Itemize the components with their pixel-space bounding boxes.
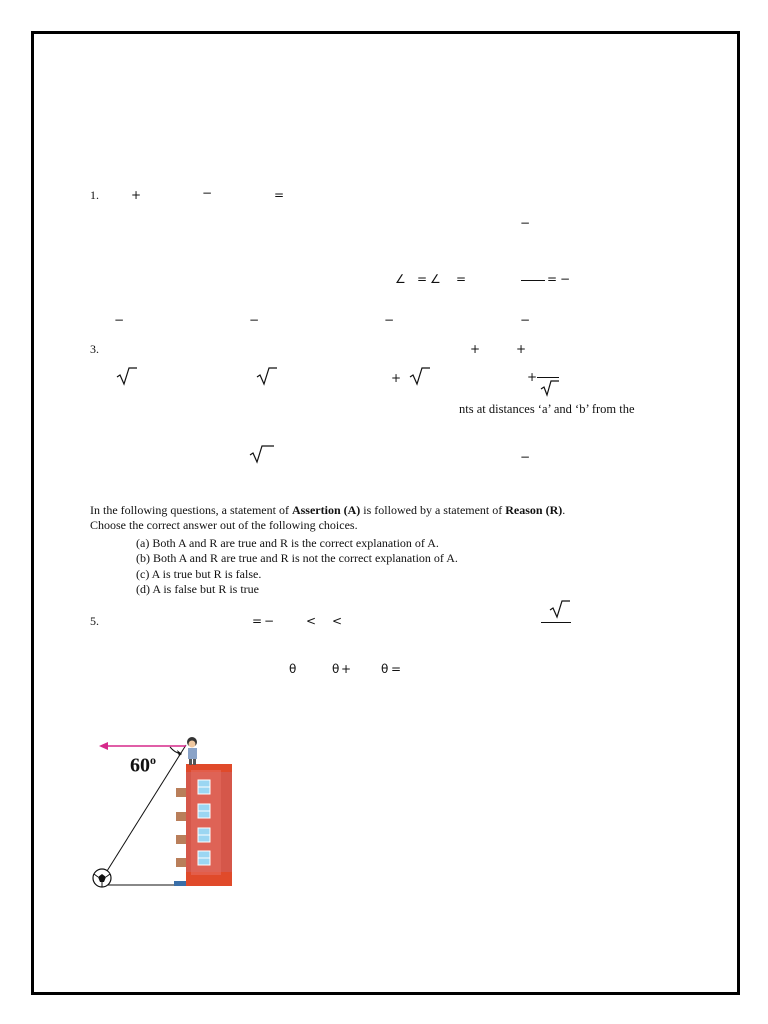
- plus-sign: +: [391, 371, 402, 385]
- degree-mark: o: [150, 753, 156, 767]
- page-border: [31, 31, 740, 995]
- minus-sign: −: [520, 313, 531, 327]
- theta-symbol: θ: [332, 662, 340, 676]
- instruction-text: In the following questions, a statement …: [90, 503, 292, 517]
- equals-sign: =: [274, 188, 285, 202]
- angle-symbol: ∠: [430, 272, 441, 286]
- fraction-bar: [521, 280, 545, 281]
- equals-sign: =: [547, 272, 558, 286]
- minus-sign: −: [384, 313, 395, 327]
- square-root-sign: [549, 600, 570, 619]
- angle-symbol: ∠: [395, 272, 406, 286]
- instruction-text: .: [562, 503, 566, 517]
- instruction-text: is followed by a statement of: [360, 503, 506, 517]
- minus-sign: −: [560, 272, 571, 286]
- fraction-bar: [537, 377, 559, 378]
- minus-sign: −: [520, 450, 531, 464]
- angle-label: 60o: [130, 749, 156, 777]
- minus-sign: −: [114, 313, 125, 327]
- minus-sign: −: [202, 186, 213, 200]
- minus-sign: −: [520, 216, 531, 230]
- choice-d: (d) A is false but R is true: [136, 582, 259, 596]
- question-number: 3.: [90, 342, 99, 356]
- theta-symbol: θ: [289, 662, 297, 676]
- equals-sign: =: [252, 614, 263, 628]
- plus-sign: +: [470, 342, 481, 356]
- equals-sign: =: [391, 662, 402, 676]
- theta-symbol: θ: [381, 662, 389, 676]
- less-than-sign: <: [306, 614, 317, 628]
- angle-of-depression-figure: [92, 737, 232, 888]
- arrow-head-icon: [99, 742, 108, 750]
- square-root-sign: [409, 367, 430, 386]
- minus-sign: −: [264, 614, 275, 628]
- choice-c: (c) A is true but R is false.: [136, 567, 262, 581]
- equals-sign: =: [456, 272, 467, 286]
- square-root-sign: [540, 380, 559, 397]
- question-number: 5.: [90, 614, 99, 628]
- choice-a: (a) Both A and R are true and R is the c…: [136, 536, 439, 550]
- fraction-bar: [541, 622, 571, 623]
- instruction-line: Choose the correct answer out of the fol…: [90, 518, 358, 532]
- plus-sign: +: [131, 188, 142, 202]
- line-of-sight: [101, 744, 187, 880]
- square-root-sign: [116, 367, 137, 386]
- equals-sign: =: [417, 272, 428, 286]
- question-number: 1.: [90, 188, 99, 202]
- reason-label: Reason (R): [505, 503, 563, 517]
- assertion-instruction: In the following questions, a statement …: [90, 503, 565, 518]
- plus-sign: +: [527, 370, 538, 384]
- plus-sign: +: [516, 342, 527, 356]
- question-text-fragment: nts at distances ‘a’ and ‘b’ from the: [459, 402, 635, 416]
- square-root-sign: [256, 367, 277, 386]
- plus-sign: +: [341, 662, 352, 676]
- square-root-sign: [249, 445, 274, 464]
- choice-b: (b) Both A and R are true and R is not t…: [136, 551, 458, 565]
- angle-value: 60: [130, 754, 150, 777]
- assertion-label: Assertion (A): [291, 503, 361, 517]
- minus-sign: −: [249, 313, 260, 327]
- less-than-sign: <: [332, 614, 343, 628]
